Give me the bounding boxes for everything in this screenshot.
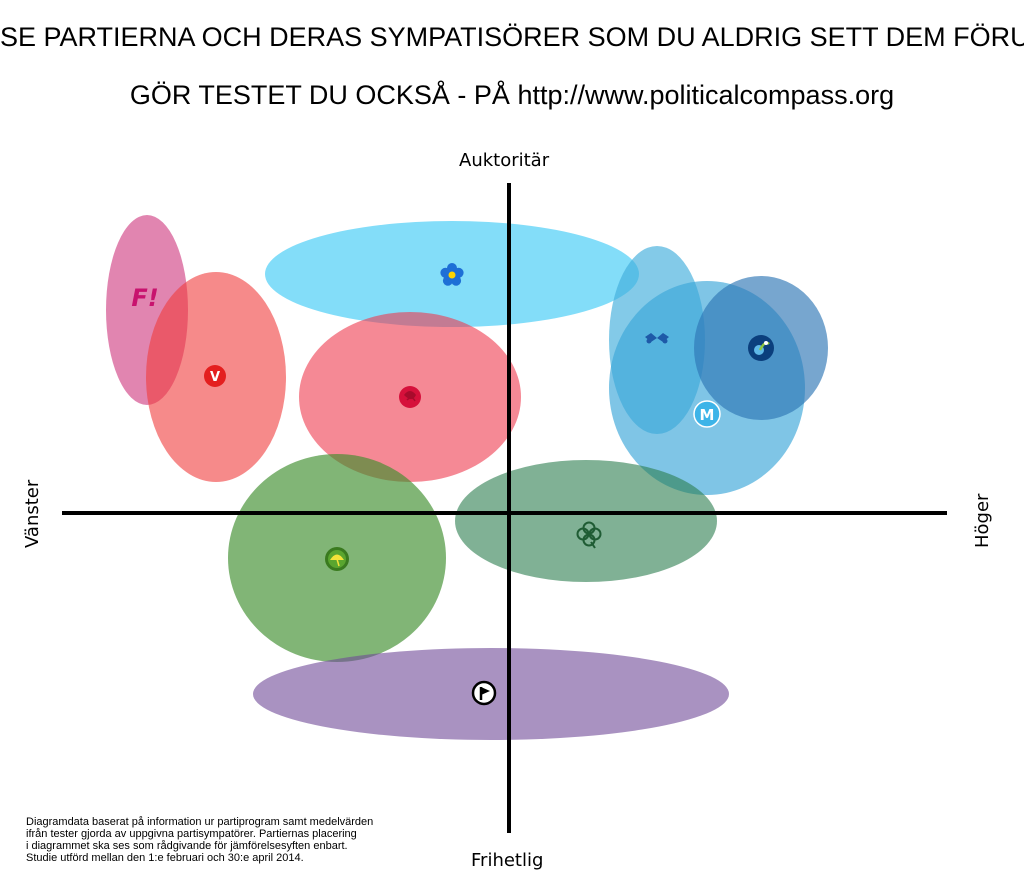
dandelion-icon xyxy=(325,547,349,571)
pirate-flag-icon xyxy=(471,680,497,706)
party-ellipses xyxy=(106,215,828,740)
blue-logo-icon xyxy=(645,333,669,344)
kd-logo-icon xyxy=(748,335,774,361)
footnote-line: ifrån tester gjorda av uppgivna partisym… xyxy=(26,828,357,840)
footnote-line: Studie utförd mellan den 1:e februari oc… xyxy=(26,852,304,864)
page-subtitle: GÖR TESTET DU OCKSÅ - PÅ http://www.poli… xyxy=(129,80,895,110)
red-rose-icon xyxy=(399,386,421,408)
footnote-line: i diagrammet ska ses som rådgivande för … xyxy=(26,840,348,852)
footnote: Diagramdata baserat på information ur pa… xyxy=(26,816,446,864)
axis-label-libertarian: Frihetlig xyxy=(471,850,544,871)
v-logo-text: V xyxy=(210,370,220,385)
fi-logo-text: F! xyxy=(131,284,158,312)
axis-label-authoritarian: Auktoritär xyxy=(459,150,550,171)
m-logo-icon: M xyxy=(693,400,721,428)
clover-icon xyxy=(576,521,602,549)
blue-flower-icon xyxy=(440,263,464,286)
m-logo-text: M xyxy=(700,406,715,424)
party-ellipse-c xyxy=(455,460,717,582)
fi-logo-icon: F! xyxy=(131,284,158,312)
footnote-line: Diagramdata baserat på information ur pa… xyxy=(26,816,374,828)
page-title: SE PARTIERNA OCH DERAS SYMPATISÖRER SOM … xyxy=(0,22,1024,52)
v-logo-icon: V xyxy=(204,365,226,387)
